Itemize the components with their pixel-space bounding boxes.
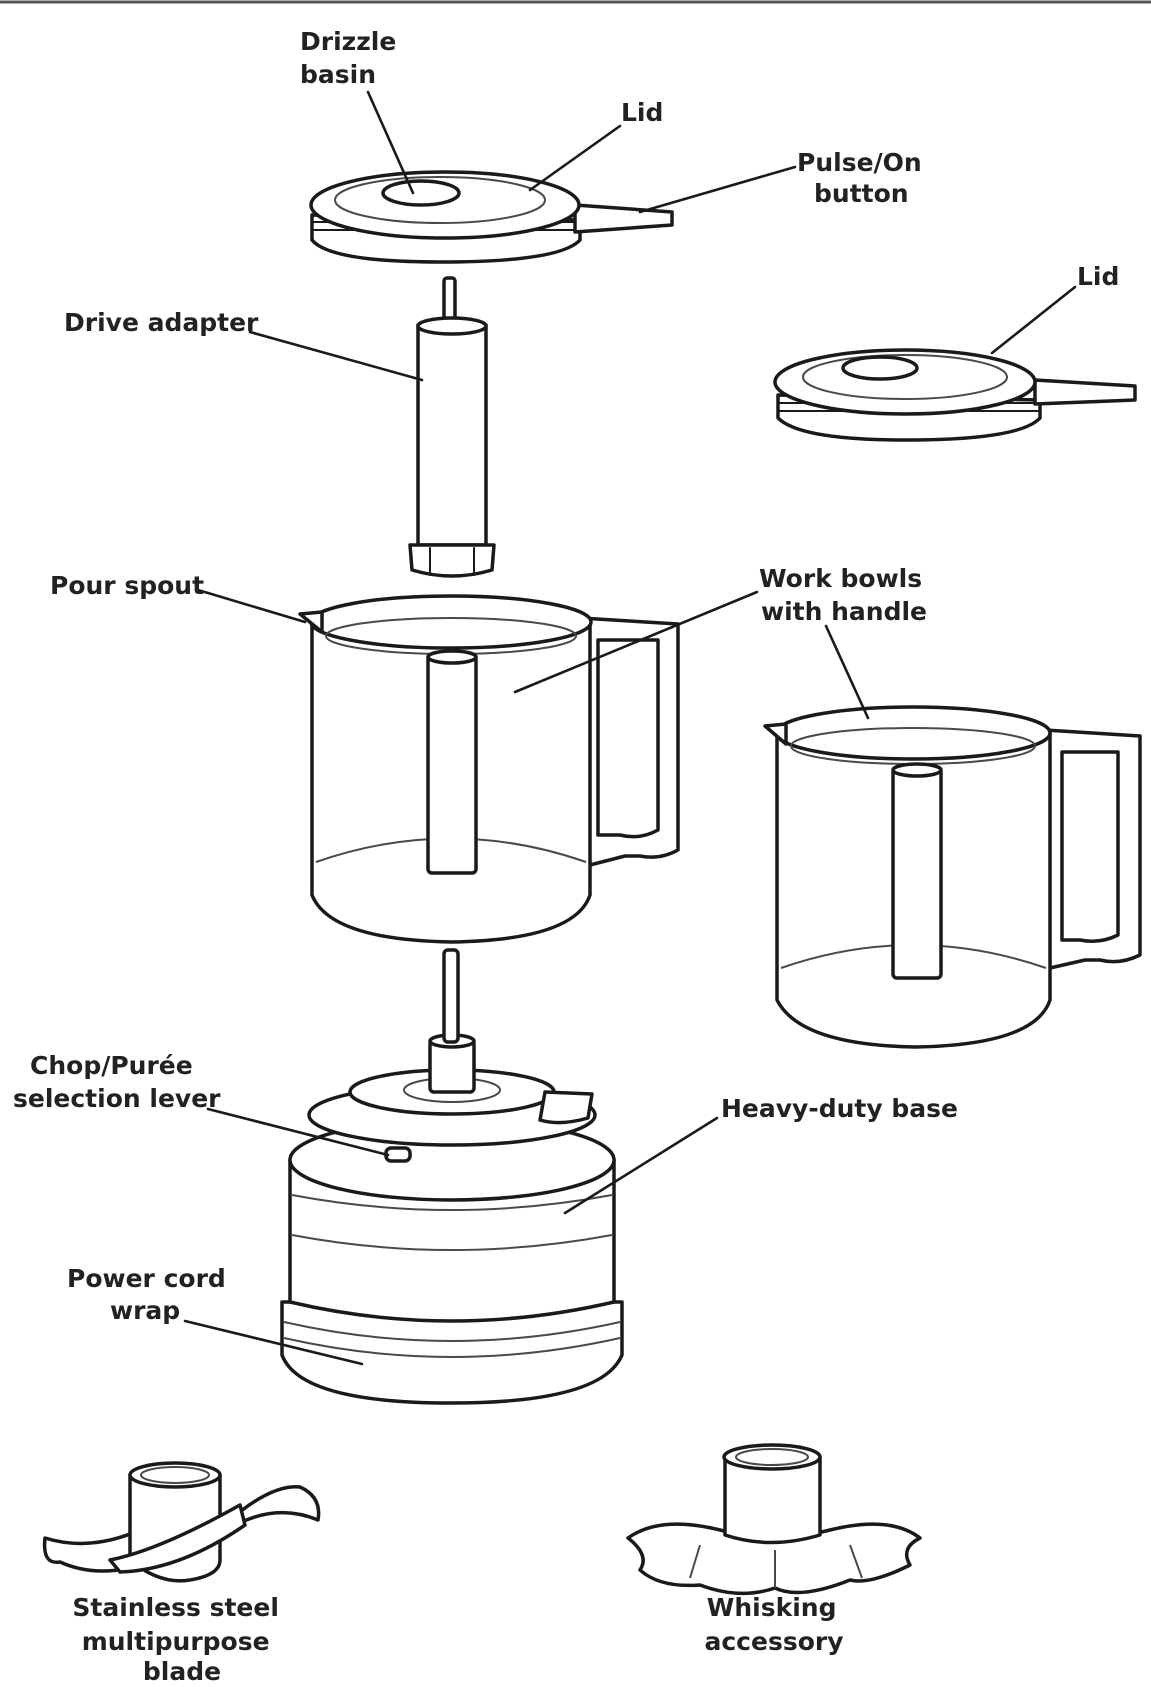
label-chop-puree-lever: Chop/Purée selection lever [13, 1051, 221, 1113]
label-whisking-accessory: Whisking accessory [704, 1593, 845, 1656]
label-pulse-on-button: Pulse/On button [797, 148, 930, 208]
drizzle-basin-shape [381, 179, 461, 207]
label-work-bowls: Work bowls with handle [759, 564, 931, 626]
label-lid-right: Lid [1077, 262, 1119, 291]
label-power-cord-wrap: Power cord wrap [67, 1264, 235, 1325]
leader-chop-puree [206, 1107, 390, 1157]
label-lid-top: Lid [621, 98, 663, 127]
lid-top-illustration [309, 170, 674, 264]
label-blade: Stainless steel multipurpose blade [72, 1593, 287, 1686]
whisk-illustration [626, 1443, 922, 1596]
leader-drizzle-basin [366, 90, 415, 195]
leader-drive-adapter [248, 330, 424, 382]
leader-heavy-duty-base [563, 1116, 719, 1215]
leader-lid-right [990, 285, 1077, 355]
base-illustration [280, 948, 624, 1405]
leader-work-bowl-left [513, 590, 759, 694]
leader-lid-top [528, 124, 622, 192]
work-bowl-left-illustration [298, 594, 680, 944]
lid-right-illustration [773, 348, 1137, 442]
leader-pulse-on [638, 165, 797, 214]
work-bowl-right-illustration [763, 705, 1142, 1049]
leader-pour-spout [196, 588, 307, 624]
leader-work-bowl-right [824, 624, 870, 720]
label-drive-adapter: Drive adapter [64, 308, 259, 337]
label-heavy-duty-base: Heavy-duty base [721, 1094, 958, 1123]
label-drizzle-basin: Drizzle basin [300, 27, 405, 89]
leader-power-cord [183, 1319, 364, 1366]
label-pour-spout: Pour spout [50, 571, 204, 600]
blade-illustration [42, 1461, 321, 1583]
drive-adapter-illustration [408, 276, 496, 578]
